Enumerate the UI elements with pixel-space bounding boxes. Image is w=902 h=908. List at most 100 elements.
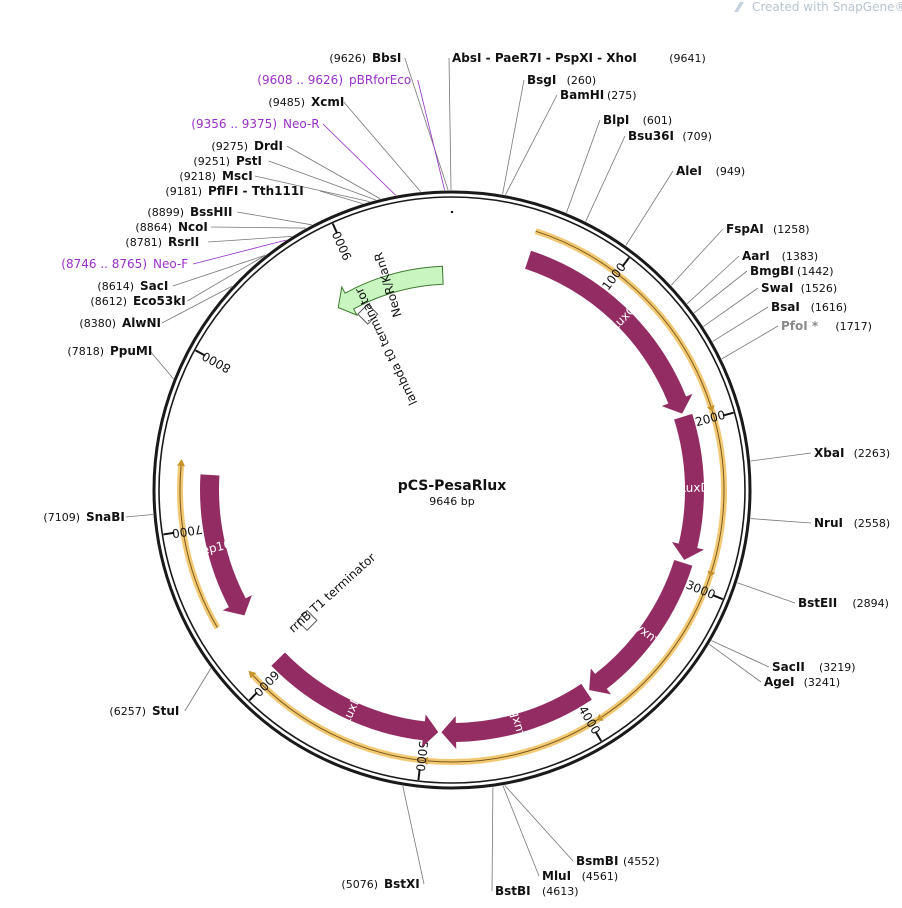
site-position: (949) [716,165,746,178]
site-leader-line [505,94,558,195]
site-position: (1616) [811,301,848,314]
feature-rep101 [200,474,252,616]
site-leader-line [491,787,494,892]
site-leader-line [750,452,812,462]
site-drdi: (9275)DrdI [211,139,381,200]
site-stui: (6257)StuI [109,668,212,718]
plasmid-size: 9646 bp [429,495,474,508]
site-name: AleI [676,164,702,178]
site-name: BsgI [527,73,556,87]
site-leader-line [207,235,292,243]
site-position: (8899) [147,206,184,219]
site-position: (9485) [268,96,305,109]
site-name: BbsI [372,51,401,65]
site-position: (1383) [782,250,819,263]
site-leader-line [187,255,266,302]
site-name: SacI [140,279,168,293]
backbone-outer-ring [152,190,752,790]
site-neo-r: (9356 .. 9375)Neo-R [191,117,396,196]
site-leader-line [192,239,287,265]
site-pflfi-tth111i: (9181)PflFI - Tth111I [165,184,363,205]
feature-label-luxd: LuxD [679,481,710,495]
annotation-arc-arrow [177,459,186,467]
site-ppumi: (7818)PpuMI [67,344,174,379]
site-name: Bsu36I [628,129,674,143]
site-neo-f: (8746 .. 8765) Neo-F [61,239,287,271]
site-leader-line [750,518,812,524]
tick-mark [722,411,734,417]
site-name: XbaI [814,446,844,460]
site-leader-line [712,306,769,342]
plasmid-name: pCS-PesaRlux [398,478,507,494]
site-name: BlpI [603,113,629,127]
site-position: (3219) [819,661,856,674]
site-leader-line [402,785,425,885]
site-xbai: (2263)XbaI [750,446,890,462]
center-label: pCS-PesaRlux 9646 bp [398,478,507,508]
site-bsu36i: (709) Bsu36I [585,129,712,222]
site-position: (4561) [582,870,619,883]
site-leader-line [286,145,381,200]
terminator-icon [296,609,318,632]
site-bsgi: (260)BsgI [502,73,596,195]
site-leader-line [502,785,540,877]
site-position: (2894) [852,597,889,610]
site-eco53ki: (8612)Eco53kI [90,255,266,308]
site-name: AlwNI [122,316,161,330]
site-leader-line [585,135,626,222]
site-position: (4552) [623,855,660,868]
site-position: (9356 .. 9375) [191,117,277,131]
feature-luxb [441,683,592,749]
tick-label: 7000 [171,522,203,540]
site-name: MscI [222,169,253,183]
tick-mark [417,769,421,781]
site-psti: (9251)PstI [193,154,376,201]
site-position: (709) [682,130,712,143]
site-name: PflFI - Tth111I [208,184,304,198]
snapgene-credit-text: Created with SnapGene® [752,0,902,14]
annotation-arc-core [252,675,425,762]
site-name: NcoI [178,220,208,234]
site-name: Neo-F [153,257,188,271]
site-position: (8746 .. 8765) [61,257,147,271]
site-swai: (1526)SwaI [703,281,837,327]
site-name: SnaBI [86,510,125,524]
site-name: BamHI [560,88,604,102]
site-leader-line [184,668,212,712]
site-position: (9608 .. 9626) [257,73,343,87]
tick-mark [248,691,258,701]
site-name: MluI [542,869,571,883]
site-name: PfoI * [781,319,819,333]
annotation-arc-core [710,409,725,572]
site-name: StuI [152,704,179,718]
annotation-arcs-layer [177,228,727,765]
feature-luxe [271,652,439,748]
site-leader-line [502,79,525,195]
site-leader-line [721,325,779,360]
site-position: (8380) [79,317,116,330]
site-bstbi: (4613)BstBI [491,787,579,898]
site-name: AarI [742,249,770,263]
site-leader-line [693,270,748,314]
site-leader-line [172,254,266,287]
site-leader-line [268,160,376,201]
site-name: BsmBI [576,854,618,868]
site-bbsi: (9626)BbsI [329,51,449,191]
site-position: (601) [643,114,673,127]
site-leader-line [161,286,232,324]
backbone-inner-ring [158,196,746,784]
snapgene-credit: Created with SnapGene® [734,0,902,14]
tick-mark [594,731,603,742]
site-position: (275) [607,89,637,102]
site-name: PstI [236,154,262,168]
site-position: (9641) [669,52,706,65]
site-leader-line [343,101,421,192]
site-name: BstEII [798,596,837,610]
site-position: (8612) [90,295,127,308]
site-position: (9218) [179,170,216,183]
tick-mark [195,349,206,357]
annotation-arc-core [179,465,218,628]
site-alei: (949) AleI [625,164,746,246]
site-position: (1258) [773,223,810,236]
